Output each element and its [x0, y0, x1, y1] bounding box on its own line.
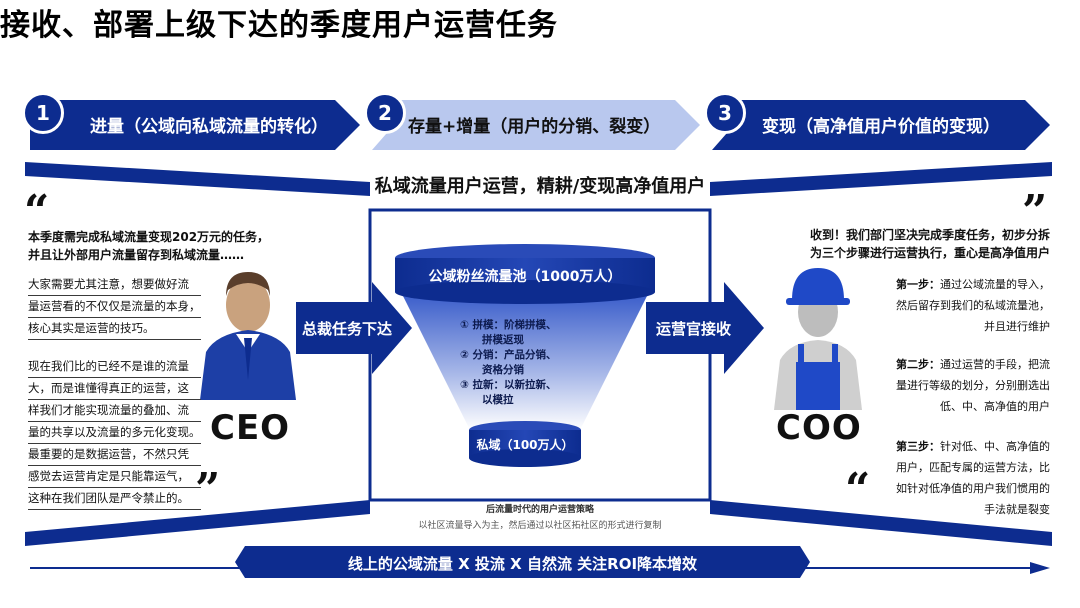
funnel-top-bottom-rim [395, 280, 655, 304]
ceo-avatar [200, 272, 296, 400]
funnel-bottom-label: 私域（100万人） [476, 438, 574, 452]
open-quote-icon-right: “ [845, 464, 871, 515]
left-arrow-shape [296, 282, 412, 374]
coo-step-line: 如针对低净值的用户我们惯用的 [896, 482, 1050, 495]
coo-step-line: 量进行等级的划分，分别删选出 [896, 379, 1050, 392]
funnel-items: ① 拼模：阶梯拼模、 拼模返现 ② 分销：产品分销、 资格分销 ③ 拉新：以新拉… [460, 318, 620, 408]
coo-step-line: 针对低、中、高净值的 [940, 440, 1050, 453]
step-3: 3 变现（高净值用户价值的变现） [704, 92, 1050, 150]
center-heading: 私域流量用户运营，精耕/变现高净值用户 [374, 176, 706, 197]
ceo-label: CEO [210, 408, 291, 448]
ceo-paragraph-line: 量的共享以及流量的多元化变现。 [28, 422, 201, 444]
coo-quote: 收到！我们部门坚决完成季度任务，初步分拆 为三个步骤进行运营执行，重心是高净值用… [770, 226, 1050, 262]
ceo-quote-line: 本季度需完成私域流量变现202万元的任务， [28, 230, 270, 244]
step-1: 1 进量（公域向私域流量的转化） [22, 92, 360, 150]
step-3-arrow-shape [712, 100, 1050, 150]
coo-label: COO [776, 408, 862, 448]
coo-step-line: 用户，匹配专属的运营方法，比 [896, 461, 1050, 474]
ceo-paragraph-line: 这种在我们团队是严令禁止的。 [28, 488, 201, 510]
coo-step-line: 并且进行维护 [984, 320, 1050, 333]
step-label-1: 进量（公域向私域流量的转化） [90, 117, 328, 137]
step-2-arrow-shape [372, 100, 700, 150]
coo-step-head: 第三步： [896, 440, 940, 453]
coo-step-head: 第一步： [896, 278, 940, 291]
bottom-banner-label: 线上的公域流量 X 投流 X 自然流 关注ROI降本增效 [347, 555, 698, 573]
ceo-paragraph-line: 大家需要尤其注意，想要做好流 [28, 274, 201, 296]
timeline-arrowhead [1030, 562, 1050, 574]
funnel-item: ① 拼模：阶梯拼模、 [460, 319, 557, 331]
funnel-item: ② 分销：产品分销、 [460, 349, 557, 361]
right-arrow-shape [646, 282, 764, 374]
coo-step-line: 手法就是裂变 [984, 503, 1050, 516]
coo-step-head: 第二步： [896, 358, 940, 371]
coo-step-line: 通过公域流量的导入， [940, 278, 1050, 291]
ceo-paragraph-2: 现在我们比的已经不是谁的流量 大，而是谁懂得真正的运营，这 样我们才能实现流量的… [28, 356, 201, 510]
coo-step-line: 通过运营的手段，把流 [940, 358, 1050, 371]
right-bottom-band [710, 500, 1052, 546]
step-number-1: 1 [22, 92, 64, 134]
ceo-paragraph-line: 核心其实是运营的技巧。 [28, 318, 201, 340]
ceo-quote: 本季度需完成私域流量变现202万元的任务， 并且让外部用户流量留存到私域流量…… [28, 228, 269, 264]
ceo-paragraph-line: 量运营看的不仅仅是流量的本身， [28, 296, 201, 318]
funnel-item: 资格分销 [482, 364, 524, 376]
left-arrow-label: 总裁任务下达 [302, 320, 393, 338]
funnel-item: ③ 拉新：以新拉新、 [460, 379, 557, 391]
right-top-band [710, 162, 1052, 196]
ceo-quote-line: 并且让外部用户流量留存到私域流量…… [28, 248, 245, 262]
step-number-2: 2 [364, 92, 406, 134]
coo-avatar [774, 268, 862, 410]
funnel-body [400, 290, 650, 430]
step-label-3: 变现（高净值用户价值的变现） [762, 117, 1000, 137]
ceo-paragraph-line: 最重要的是数据运营，不然只凭 [28, 444, 201, 466]
ceo-paragraph-line: 大，而是谁懂得真正的运营，这 [28, 378, 201, 400]
center-frame [368, 208, 712, 502]
left-top-band [25, 162, 370, 196]
coo-step-3: 第三步：针对低、中、高净值的 用户，匹配专属的运营方法，比 如针对低净值的用户我… [860, 436, 1050, 520]
coo-step-line: 低、中、高净值的用户 [940, 400, 1050, 413]
funnel-item: 拼模返现 [482, 334, 524, 346]
ceo-paragraph-line: 样我们才能实现流量的叠加、流 [28, 400, 201, 422]
funnel-caption-sub: 以社区流量导入为主，然后通过以社区拓社区的形式进行复制 [418, 521, 662, 531]
step-label-2: 存量+增量（用户的分销、裂变） [408, 117, 661, 137]
funnel-caption-title: 后流量时代的用户运营策略 [485, 505, 594, 515]
funnel-top-label: 公域粉丝流量池（1000万人） [428, 269, 622, 285]
page-title: 接收、部署上级下达的季度用户运营任务 [0, 8, 558, 43]
funnel-item: 以模拉 [482, 394, 514, 406]
close-quote-icon-right: ” [1022, 186, 1048, 237]
left-bottom-band [25, 500, 370, 546]
coo-step-line: 然后留存到我们的私域流量池， [896, 299, 1050, 312]
bottom-banner-shape [235, 546, 810, 578]
open-quote-icon: “ [24, 186, 50, 237]
coo-quote-line: 收到！我们部门坚决完成季度任务，初步分拆 [809, 228, 1050, 242]
step-1-arrow-shape [30, 100, 360, 150]
right-arrow-label: 运营官接收 [656, 320, 732, 338]
coo-step-1: 第一步：通过公域流量的导入， 然后留存到我们的私域流量池， 并且进行维护 [860, 274, 1050, 337]
funnel-bottom-bottom-rim [469, 449, 581, 467]
ceo-paragraph-line: 感觉去运营肯定是只能靠运气， [28, 466, 201, 488]
close-quote-icon: ” [195, 464, 221, 515]
coo-quote-line: 为三个步骤进行运营执行，重心是高净值用户 [809, 246, 1050, 260]
coo-step-2: 第二步：通过运营的手段，把流 量进行等级的划分，分别删选出 低、中、高净值的用户 [860, 354, 1050, 417]
ceo-paragraph-line: 现在我们比的已经不是谁的流量 [28, 356, 201, 378]
step-number-3: 3 [704, 92, 746, 134]
step-2: 2 存量+增量（用户的分销、裂变） [364, 92, 700, 150]
ceo-paragraph-1: 大家需要尤其注意，想要做好流 量运营看的不仅仅是流量的本身， 核心其实是运营的技… [28, 274, 201, 340]
